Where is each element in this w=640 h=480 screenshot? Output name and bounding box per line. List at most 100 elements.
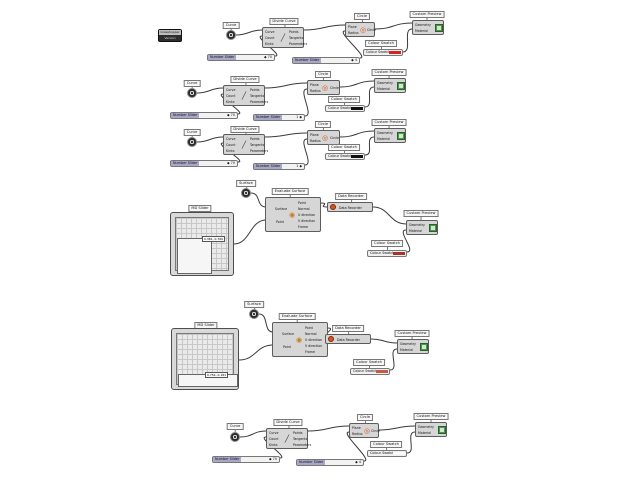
colour-swatch[interactable]: Colour Swatch [367,250,407,257]
wire[interactable] [372,206,407,225]
wire[interactable] [307,425,350,432]
output-normal[interactable]: Normal [298,207,310,211]
input-material[interactable]: Material [377,137,390,141]
input-surface[interactable]: Surface [282,332,295,336]
wire[interactable] [264,82,308,89]
input-material[interactable]: Material [377,87,390,91]
input-plane[interactable]: Plane [310,133,319,137]
wire[interactable] [374,22,413,30]
wire[interactable] [402,28,413,53]
input-radius[interactable]: Radius [310,89,321,93]
input-count[interactable]: Count [226,94,236,98]
input-geometry[interactable]: Geometry [415,23,431,27]
radius-slider[interactable]: Number Slider 1 ◆ [253,163,305,170]
wire[interactable] [370,338,398,344]
radius-slider[interactable]: Number Slider ◆ 4 [292,57,360,64]
output-tangents[interactable]: Tangents [293,437,308,441]
output-u-direction[interactable]: U direction [298,213,316,217]
colour-swatch[interactable]: Colour Swatch [325,153,365,160]
output-circle[interactable]: Circle [371,429,380,433]
input-geometry[interactable]: Geometry [377,81,393,85]
wire[interactable] [250,192,267,208]
colour-swatch[interactable]: Colour Swatch [325,105,365,112]
swatch-color-black[interactable] [351,107,363,110]
input-surface[interactable]: Surface [275,207,288,211]
wire[interactable] [196,87,224,94]
circle-component[interactable]: Plane Radius ◎ Circle [307,130,340,145]
circle-component[interactable]: Plane Radius ◎ Circle [307,80,340,95]
data-recorder-component[interactable]: Data Recorder [327,202,373,212]
output-frame[interactable]: Frame [298,225,308,229]
input-kinks[interactable]: Kinks [265,42,274,46]
output-point[interactable]: Point [305,326,313,330]
wire[interactable] [364,86,375,108]
custom-preview-component[interactable]: Geometry Material [397,339,429,354]
output-u-direction[interactable]: U direction [305,338,323,342]
input-plane[interactable]: Plane [310,83,319,87]
output-points[interactable]: Points [289,30,299,34]
radius-slider[interactable]: Number Slider 1 ◆ [253,114,305,121]
count-slider[interactable]: Number Slider ◆ 70 [207,54,275,61]
curve-param-icon[interactable] [187,88,197,98]
input-geometry[interactable]: Geometry [418,425,434,429]
output-v-direction[interactable]: V direction [298,219,316,223]
circle-component[interactable]: Plane Radius ◎ Circle [349,423,380,438]
swatch-color-white[interactable] [393,452,405,455]
input-count[interactable]: Count [269,437,279,441]
input-kinks[interactable]: Kinks [269,443,278,447]
divide-curve-component[interactable]: Curve Count Kinks ╱ Points Tangents Para… [223,134,269,155]
input-curve[interactable]: Curve [269,431,279,435]
input-point[interactable]: Point [276,220,284,224]
input-curve[interactable]: Curve [226,88,236,92]
evaluate-surface-component[interactable]: Surface Point ◉ Point Normal U direction… [272,322,328,357]
input-plane[interactable]: Plane [348,25,357,29]
wire[interactable] [406,431,416,454]
input-count[interactable]: Count [226,143,236,147]
custom-preview-component[interactable]: Geometry Material [374,128,406,143]
wire[interactable] [339,130,375,138]
colour-swatch[interactable]: Colour Swatch [350,368,390,375]
wire[interactable] [238,344,274,361]
wire[interactable] [378,425,416,431]
output-normal[interactable]: Normal [305,332,317,336]
input-count[interactable]: Count [265,36,275,40]
md-slider-field[interactable]: 0.381, 0.760 [175,217,229,274]
md-slider[interactable]: 0.381, 0.760 [170,212,234,276]
output-circle[interactable]: Circle [367,28,376,32]
count-slider[interactable]: Number Slider ◆ 70 [170,160,238,167]
output-points[interactable]: Points [250,88,260,92]
input-material[interactable]: Material [415,29,428,33]
input-geometry[interactable]: Geometry [377,131,393,135]
input-kinks[interactable]: Kinks [226,149,235,153]
swatch-color-black[interactable] [351,155,363,158]
output-parameters[interactable]: Parameters [250,149,269,153]
data-recorder-component[interactable]: Data Recorder [325,334,371,344]
output-points[interactable]: Points [250,137,260,141]
input-material[interactable]: Material [400,348,413,352]
evaluate-surface-component[interactable]: Surface Point ◉ Point Normal U direction… [265,197,321,232]
input-radius[interactable]: Radius [310,139,321,143]
input-geometry[interactable]: Geometry [400,342,416,346]
curve-param-icon[interactable] [226,30,236,40]
input-kinks[interactable]: Kinks [226,100,235,104]
output-frame[interactable]: Frame [305,350,315,354]
output-v-direction[interactable]: V direction [305,344,323,348]
wire[interactable] [303,24,346,31]
output-points[interactable]: Points [293,431,303,435]
wire[interactable] [233,219,267,245]
swatch-color-red[interactable] [389,51,401,54]
md-slider-field[interactable]: 0.754, 0.181 [176,333,238,387]
divide-curve-component[interactable]: Curve Count Kinks ╱ Points Tangents Para… [262,27,307,48]
surface-param-icon[interactable] [241,188,251,198]
custom-preview-component[interactable]: Geometry Material [412,20,444,35]
custom-preview-component[interactable]: Geometry Material [374,78,406,93]
group-legend[interactable]: Grasshopper Version [158,29,182,42]
wire[interactable] [364,136,375,156]
colour-swatch[interactable]: Colour Swatch [367,450,407,457]
wire[interactable] [264,132,308,138]
input-radius[interactable]: Radius [352,432,363,436]
output-circle[interactable]: Circle [330,136,339,140]
input-geometry[interactable]: Geometry [409,223,425,227]
output-tangents[interactable]: Tangents [250,143,265,147]
